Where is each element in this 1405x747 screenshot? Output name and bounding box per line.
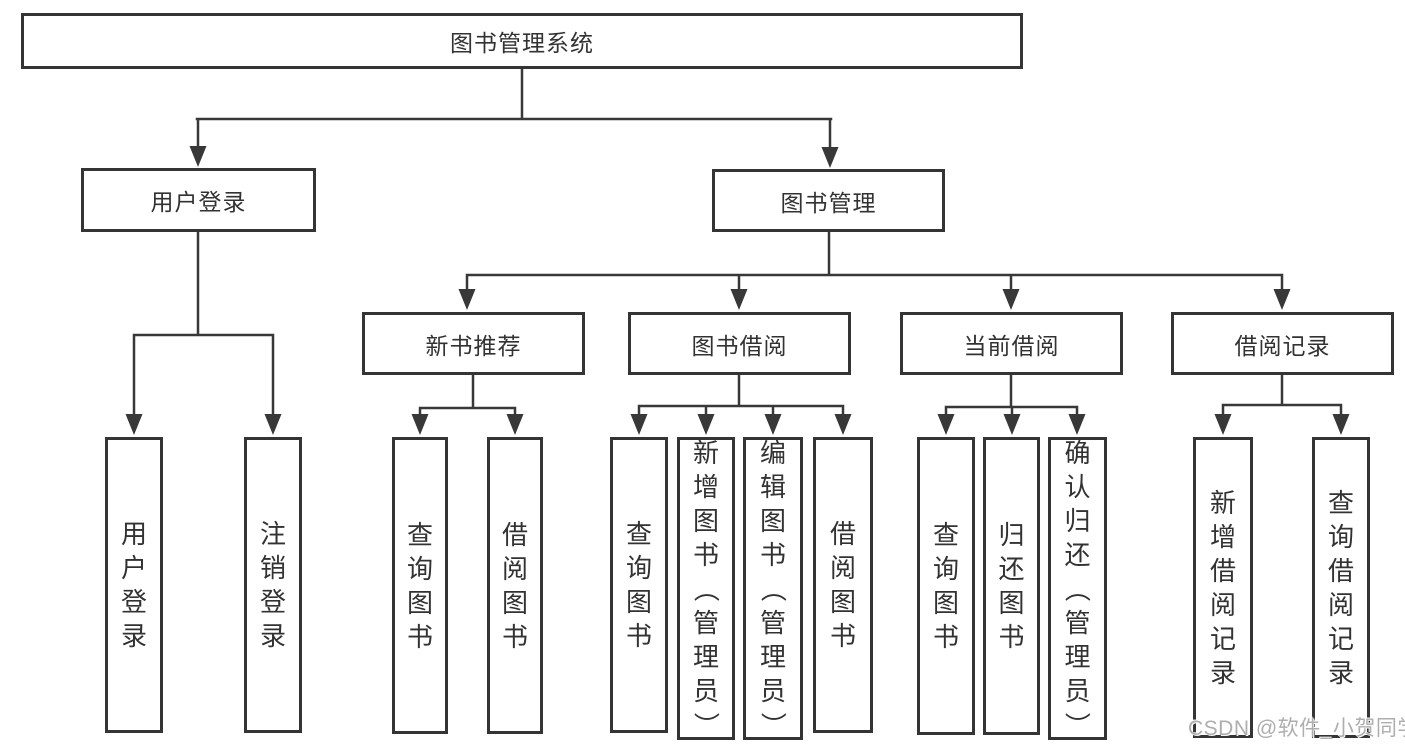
- leaf-logout: 注销登录: [244, 437, 302, 733]
- leaf-add-book-admin: 新增图书（管理员）: [677, 437, 735, 740]
- leaf-label: 新增借阅记录: [1209, 487, 1236, 688]
- node-library-management-system: 图书管理系统: [21, 13, 1023, 69]
- leaf-add-borrow-record: 新增借阅记录: [1193, 437, 1253, 738]
- leaf-label: 确认归还（管理员）: [1062, 437, 1093, 738]
- leaf-label: 查询图书: [625, 519, 652, 651]
- node-user-login: 用户登录: [81, 168, 316, 232]
- leaf-label: 查询图书: [932, 520, 959, 652]
- leaf-label: 借阅图书: [501, 519, 528, 652]
- leaf-return-book: 归还图书: [983, 437, 1040, 735]
- node-new-book-recommend: 新书推荐: [362, 312, 585, 375]
- leaf-label: 用户登录: [120, 519, 147, 651]
- node-label: 图书借阅: [691, 332, 788, 359]
- leaf-label: 编辑图书（管理员）: [757, 437, 788, 738]
- leaf-label: 归还图书: [998, 520, 1025, 652]
- node-label: 图书管理系统: [450, 30, 594, 56]
- leaf-label: 新增图书（管理员）: [690, 437, 721, 738]
- leaf-query-books-current: 查询图书: [917, 437, 975, 735]
- leaf-edit-book-admin: 编辑图书（管理员）: [743, 437, 803, 740]
- node-label: 新书推荐: [425, 332, 522, 359]
- leaf-query-books-borrowing: 查询图书: [610, 437, 668, 733]
- node-current-borrowing: 当前借阅: [900, 312, 1123, 375]
- node-book-borrowing: 图书借阅: [628, 312, 851, 375]
- leaf-label: 借阅图书: [829, 519, 856, 651]
- leaf-borrow-books-borrowing: 借阅图书: [813, 437, 873, 733]
- csdn-watermark: CSDN @软件_小贺同学: [1188, 717, 1405, 740]
- node-label: 图书管理: [780, 189, 877, 216]
- leaf-label: 注销登录: [259, 519, 286, 651]
- leaf-user-login: 用户登录: [105, 437, 163, 733]
- node-label: 借阅记录: [1234, 332, 1331, 359]
- leaf-label: 查询图书: [406, 519, 433, 652]
- node-label: 当前借阅: [963, 332, 1060, 359]
- node-borrowing-records: 借阅记录: [1171, 312, 1394, 375]
- leaf-query-books-recommend: 查询图书: [392, 437, 448, 734]
- leaf-query-borrow-record: 查询借阅记录: [1312, 437, 1370, 738]
- leaf-confirm-return-admin: 确认归还（管理员）: [1048, 437, 1107, 740]
- node-label: 用户登录: [150, 189, 247, 215]
- leaf-borrow-books-recommend: 借阅图书: [487, 437, 543, 734]
- node-book-management: 图书管理: [712, 169, 945, 232]
- leaf-label: 查询借阅记录: [1327, 487, 1354, 688]
